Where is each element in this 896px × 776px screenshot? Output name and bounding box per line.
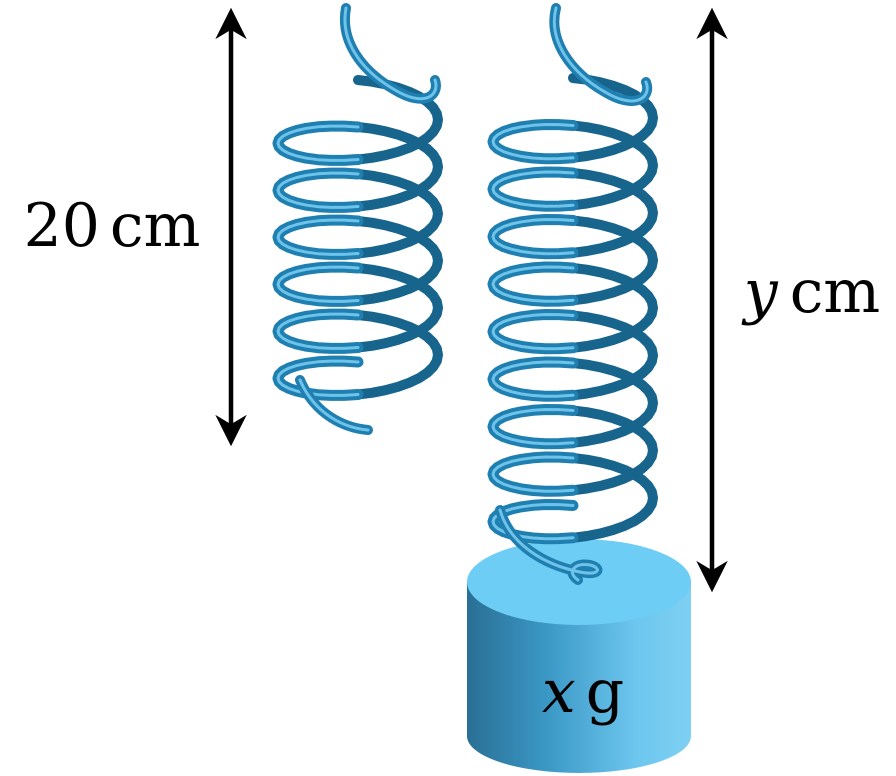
- mass-unit: g: [586, 657, 624, 727]
- left-length-value: 20: [24, 191, 100, 261]
- spring-coil-back: [568, 405, 658, 496]
- spring-coil-back: [568, 120, 658, 211]
- left-spring: [272, 3, 443, 435]
- right-length-variable: y: [741, 257, 779, 327]
- spring-top-hook: [549, 3, 653, 106]
- spring-coil-back: [568, 215, 658, 306]
- mass-variable: x: [542, 657, 576, 727]
- mass-block-side: [467, 582, 691, 773]
- right-spring: [487, 3, 658, 585]
- spring-bottom-end: [295, 375, 373, 435]
- left-length-unit: cm: [110, 191, 201, 261]
- spring-coil-back: [353, 263, 443, 353]
- spring-coil-back: [353, 310, 443, 400]
- spring-coil-back: [353, 169, 443, 259]
- spring-coil-back: [568, 73, 658, 163]
- spring-coil-back: [568, 453, 658, 543]
- right-length-unit: cm: [790, 257, 881, 327]
- spring-coil-back: [568, 310, 658, 401]
- spring-coil-back: [353, 122, 443, 212]
- spring-coil-back: [568, 168, 658, 258]
- spring-coil-back: [568, 263, 658, 353]
- spring-coil-back: [353, 216, 443, 306]
- spring-top-hook: [340, 3, 441, 104]
- spring-coil-back: [568, 358, 658, 448]
